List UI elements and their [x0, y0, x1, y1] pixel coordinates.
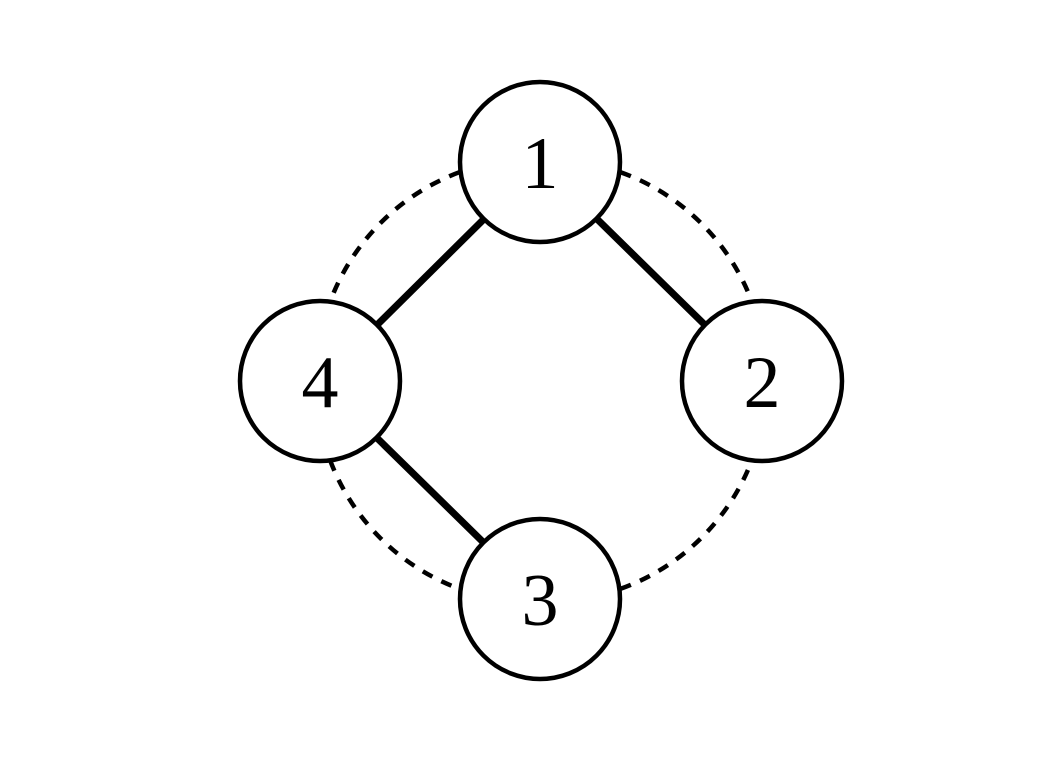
node-4[interactable]: 4 [237, 298, 403, 464]
dashed-arc-3-2 [619, 459, 754, 591]
solid-edge-1-2 [594, 216, 709, 329]
solid-edge-1-4 [374, 216, 487, 328]
dashed-arcs-layer [328, 170, 754, 591]
node-2-label: 2 [744, 342, 781, 424]
node-1-circle[interactable] [457, 79, 623, 245]
node-4-circle[interactable] [237, 298, 403, 464]
solid-edge-4-3 [374, 435, 487, 546]
node-3[interactable]: 3 [457, 516, 623, 682]
node-1[interactable]: 1 [457, 79, 623, 245]
solid-edges-layer [374, 216, 709, 546]
node-1-label: 1 [522, 123, 559, 205]
dashed-arc-1-4 [328, 170, 461, 303]
node-3-label: 3 [522, 560, 559, 642]
dashed-arc-4-3 [328, 459, 461, 591]
node-2-circle[interactable] [679, 298, 845, 464]
nodes-layer: 1 2 3 4 [237, 79, 845, 682]
node-3-circle[interactable] [457, 516, 623, 682]
node-2[interactable]: 2 [679, 298, 845, 464]
dashed-arc-1-2 [619, 170, 754, 303]
node-4-label: 4 [302, 342, 339, 424]
